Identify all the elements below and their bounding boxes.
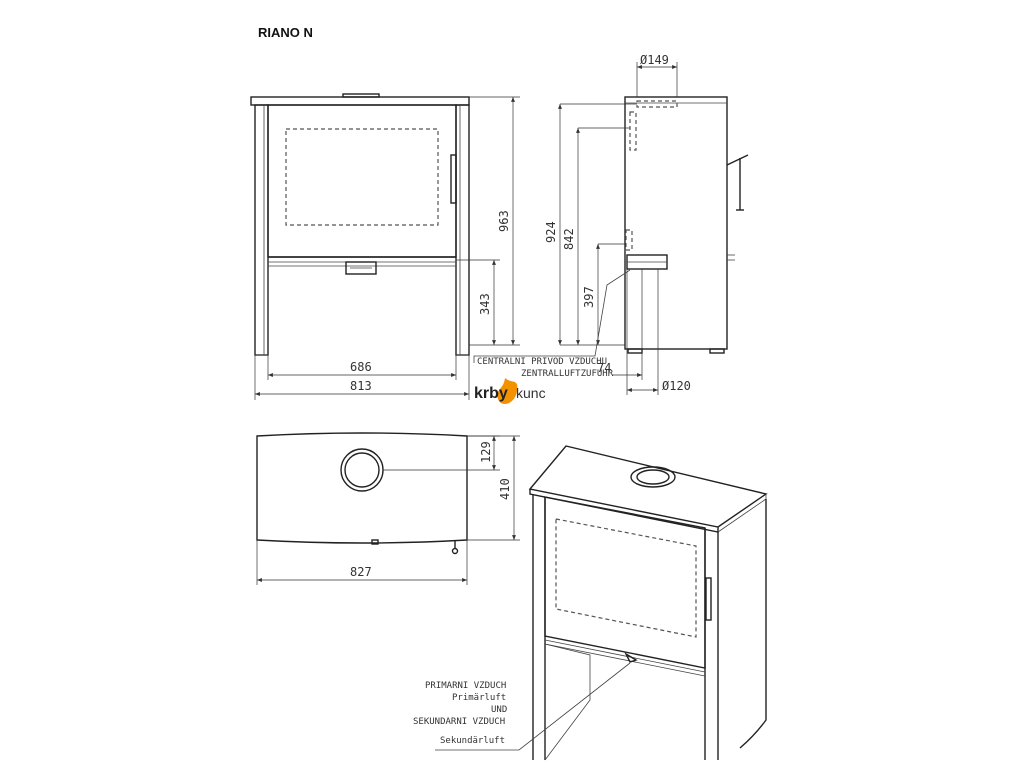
air-note-line2: ZENTRALLUFTZUFUHR — [521, 369, 614, 379]
dim-flue-diameter: Ø149 — [640, 53, 669, 67]
front-air-regulator — [345, 261, 377, 275]
front-glass-window — [285, 128, 439, 226]
front-flue-collar — [342, 93, 380, 98]
iso-door — [544, 496, 706, 669]
dim-flue-height: 924 — [544, 221, 558, 243]
drawing-title: RIANO N — [258, 25, 313, 40]
dim-leg-height: 343 — [478, 293, 492, 315]
dim-width: 827 — [350, 565, 372, 579]
side-rear-outlet — [629, 111, 637, 151]
side-body — [624, 96, 728, 350]
krbykunc-logo: krby kunc — [474, 378, 546, 404]
iso-note-line5: Sekundärluft — [440, 736, 505, 746]
dim-flue-offset: 129 — [479, 441, 493, 463]
iso-note-line4: SEKUNDARNI VZDUCH — [413, 717, 505, 727]
iso-note-line3: UND — [491, 705, 507, 715]
top-handle — [451, 547, 459, 555]
top-flue-inner — [344, 452, 380, 488]
dim-inner-width: 686 — [350, 360, 372, 374]
dim-rear-height: 842 — [562, 228, 576, 250]
flame-icon — [497, 378, 518, 404]
iso-glass-window — [555, 518, 697, 638]
dim-outer-width: 813 — [350, 379, 372, 393]
side-flue-outlet — [636, 100, 678, 108]
top-flue-outer — [340, 448, 384, 492]
top-view: 129 410 827 — [256, 432, 520, 585]
logo-text-kunc: kunc — [516, 385, 546, 401]
iso-door-handle — [705, 577, 712, 621]
front-door-handle — [450, 154, 457, 204]
front-left-leg — [254, 104, 269, 356]
air-note-line1: CENTRALNI PRIVOD VZDUCHU — [477, 357, 607, 367]
dim-air-offset: 74 — [597, 361, 611, 375]
iso-note-line2: Primärluft — [452, 693, 506, 703]
side-view: Ø149 924 842 397 74 Ø120 CENTRALNI PRIVO… — [473, 53, 749, 395]
dim-height-total: 963 — [497, 210, 511, 232]
logo-text-krby: krby — [474, 385, 508, 402]
front-door — [267, 104, 457, 258]
dim-air-diameter: Ø120 — [662, 379, 691, 393]
side-foot — [709, 348, 725, 354]
front-view: 963 343 686 813 — [250, 93, 520, 400]
isometric-view: PRIMARNI VZDUCH Primärluft UND SEKUNDARN… — [413, 445, 768, 761]
iso-flue-outer — [630, 466, 676, 488]
iso-note-line1: PRIMARNI VZDUCH — [425, 681, 506, 691]
front-right-leg — [455, 104, 470, 356]
front-top-slab — [250, 96, 470, 106]
dim-depth: 410 — [498, 478, 512, 500]
dim-air-inlet-height: 397 — [582, 286, 596, 308]
iso-air-regulator — [624, 652, 638, 663]
